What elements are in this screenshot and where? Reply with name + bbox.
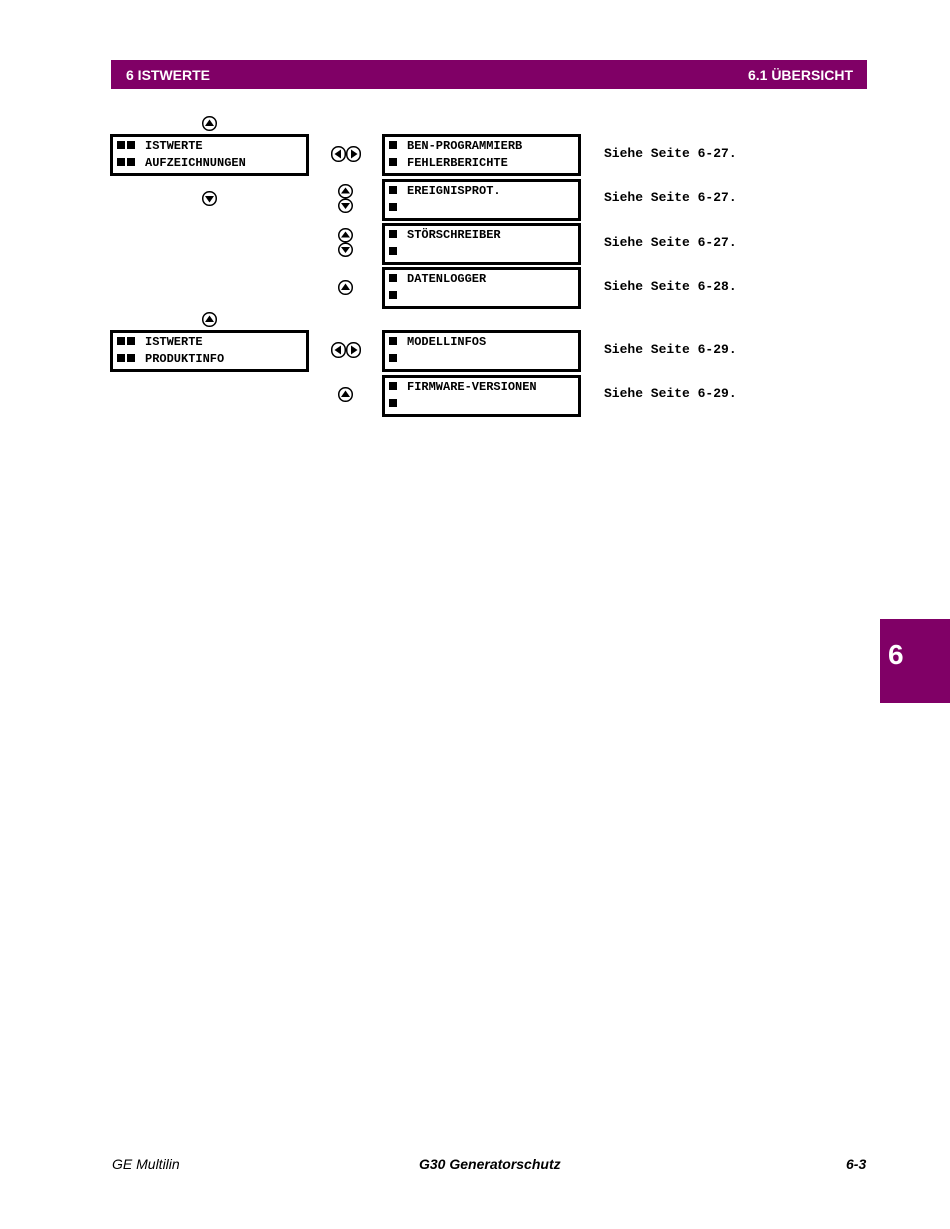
up-down-arrow-key-icon	[338, 184, 353, 213]
menu-main-records[interactable]: ISTWERTE AUFZEICHNUNGEN	[110, 134, 309, 176]
left-right-arrow-key-icon	[331, 342, 361, 358]
submenu-oscillography[interactable]: STÖRSCHREIBER	[382, 223, 581, 265]
submenu-firmware-revisions[interactable]: FIRMWARE-VERSIONEN	[382, 375, 581, 417]
submenu-model-information[interactable]: MODELLINFOS	[382, 330, 581, 372]
item-line1: FIRMWARE-VERSIONEN	[407, 380, 537, 394]
page-reference: Siehe Seite 6-29.	[604, 386, 737, 401]
up-arrow-key-icon	[338, 387, 353, 402]
page-reference: Siehe Seite 6-29.	[604, 342, 737, 357]
footer-product: G30 Generatorschutz	[419, 1156, 561, 1172]
footer-page-number: 6-3	[846, 1156, 867, 1172]
submenu-data-logger[interactable]: DATENLOGGER	[382, 267, 581, 309]
up-arrow-key-icon	[202, 116, 217, 131]
footer-company: GE Multilin	[112, 1156, 180, 1172]
main-line1: ISTWERTE	[145, 335, 203, 349]
page-reference: Siehe Seite 6-27.	[604, 235, 737, 250]
header-chapter: 6 ISTWERTE	[126, 66, 211, 83]
main-line1: ISTWERTE	[145, 139, 203, 153]
main-line2: PRODUKTINFO	[145, 352, 225, 366]
submenu-user-fault-reports[interactable]: BEN-PROGRAMMIERB FEHLERBERICHTE	[382, 134, 581, 176]
header-section: 6.1 ÜBERSICHT	[747, 66, 853, 83]
up-arrow-key-icon	[202, 312, 217, 327]
item-line1: DATENLOGGER	[407, 272, 487, 286]
menu-main-product-info[interactable]: ISTWERTE PRODUKTINFO	[110, 330, 309, 372]
chapter-tab: 6	[880, 619, 950, 703]
item-line1: STÖRSCHREIBER	[407, 228, 501, 242]
item-line1: EREIGNISPROT.	[407, 184, 501, 198]
up-arrow-key-icon	[338, 280, 353, 295]
item-line2: FEHLERBERICHTE	[407, 156, 508, 170]
item-line1: MODELLINFOS	[407, 335, 487, 349]
submenu-event-records[interactable]: EREIGNISPROT.	[382, 179, 581, 221]
page-reference: Siehe Seite 6-28.	[604, 279, 737, 294]
down-arrow-key-icon	[202, 191, 217, 206]
main-line2: AUFZEICHNUNGEN	[145, 156, 246, 170]
header-bar: 6 ISTWERTE 6.1 ÜBERSICHT	[111, 60, 867, 89]
left-right-arrow-key-icon	[331, 146, 361, 162]
page-reference: Siehe Seite 6-27.	[604, 146, 737, 161]
item-line1: BEN-PROGRAMMIERB	[407, 139, 523, 153]
page-reference: Siehe Seite 6-27.	[604, 190, 737, 205]
up-down-arrow-key-icon	[338, 228, 353, 257]
